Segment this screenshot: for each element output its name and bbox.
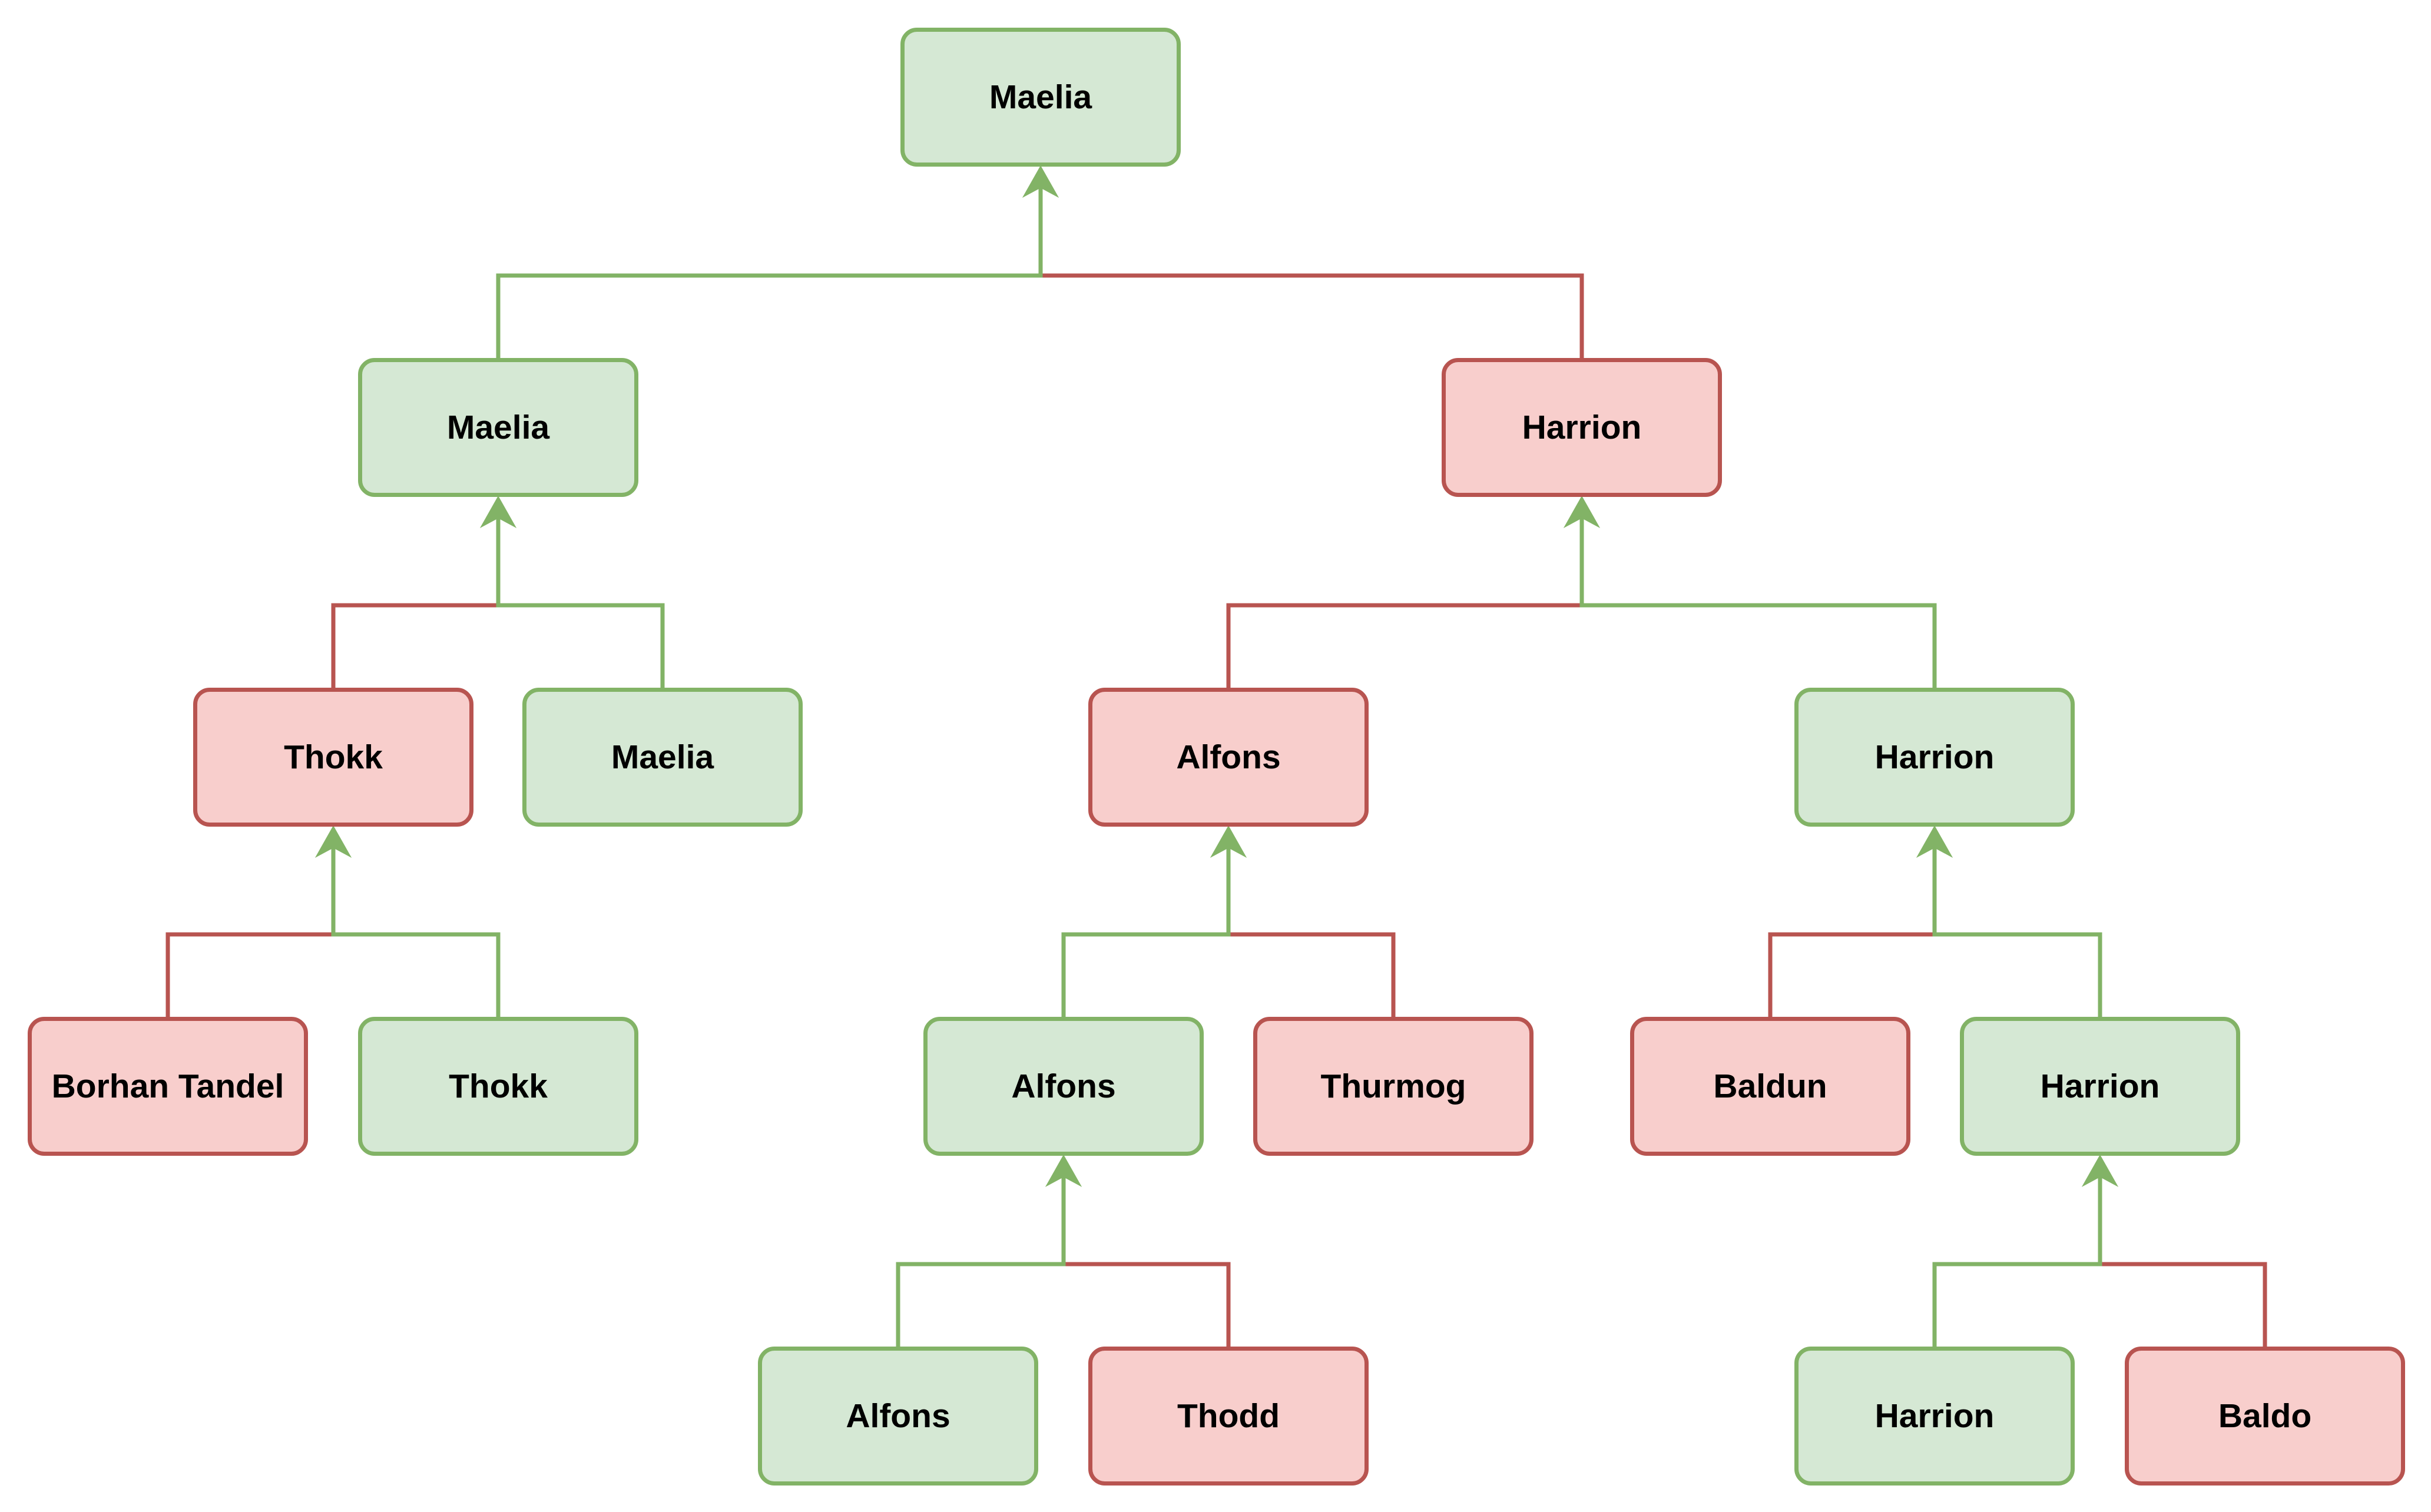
bracket-node: Borhan Tandel xyxy=(28,1017,308,1156)
arrow-head-icon xyxy=(1022,165,1059,198)
bracket-node: Harrion xyxy=(1960,1017,2240,1156)
arrow-head-icon xyxy=(1563,495,1601,529)
bracket-node: Alfons xyxy=(758,1347,1038,1486)
bracket-node: Maelia xyxy=(358,358,638,497)
arrow-head-icon xyxy=(1210,825,1247,858)
bracket-node: Harrion xyxy=(1794,1347,2075,1486)
bracket-node: Harrion xyxy=(1442,358,1722,497)
bracket-node: Maelia xyxy=(900,28,1181,167)
bracket-node: Maelia xyxy=(522,688,803,827)
bracket-node: Baldun xyxy=(1630,1017,1910,1156)
bracket-node: Thokk xyxy=(358,1017,638,1156)
arrow-head-icon xyxy=(1045,1154,1082,1188)
bracket-node: Thodd xyxy=(1088,1347,1369,1486)
bracket-node: Alfons xyxy=(1088,688,1369,827)
arrow-head-icon xyxy=(1916,825,1953,858)
bracket-node: Alfons xyxy=(923,1017,1204,1156)
bracket-node: Harrion xyxy=(1794,688,2075,827)
arrow-head-icon xyxy=(314,825,352,858)
arrow-head-icon xyxy=(2081,1154,2119,1188)
bracket-node: Baldo xyxy=(2125,1347,2405,1486)
bracket-node: Thokk xyxy=(193,688,473,827)
arrow-head-icon xyxy=(479,495,517,529)
bracket-node: Thurmog xyxy=(1253,1017,1534,1156)
